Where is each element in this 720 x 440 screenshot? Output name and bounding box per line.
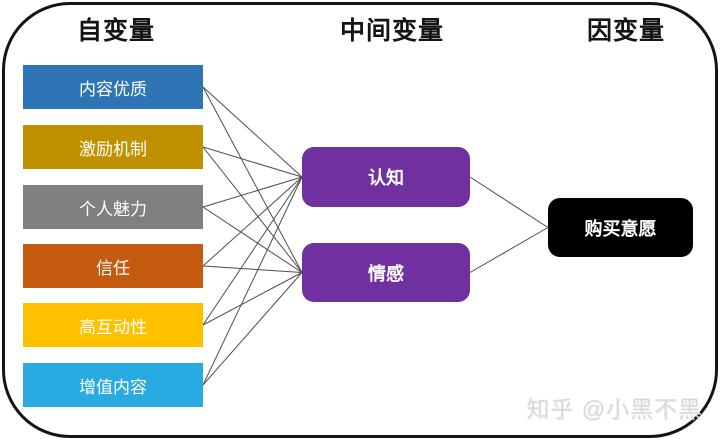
box-content-quality: 内容优质	[23, 65, 203, 109]
zhihu-watermark: 知乎 @小黑不黑	[526, 396, 702, 422]
column-title-independent-vars: 自变量	[76, 17, 155, 45]
box-incentive-mechanism: 激励机制	[23, 125, 203, 169]
box-personal-charm: 个人魅力	[23, 185, 203, 229]
box-high-interactivity: 高互动性	[23, 303, 203, 347]
column-title-mediating-vars: 中间变量	[339, 17, 444, 45]
column-title-dependent-var: 因变量	[586, 17, 665, 45]
box-cognition: 认知	[302, 147, 470, 207]
box-trust: 信任	[23, 244, 203, 288]
box-purchase-intention: 购买意愿	[548, 198, 693, 257]
box-emotion: 情感	[302, 243, 470, 302]
box-value-added-content: 增值内容	[23, 363, 203, 407]
